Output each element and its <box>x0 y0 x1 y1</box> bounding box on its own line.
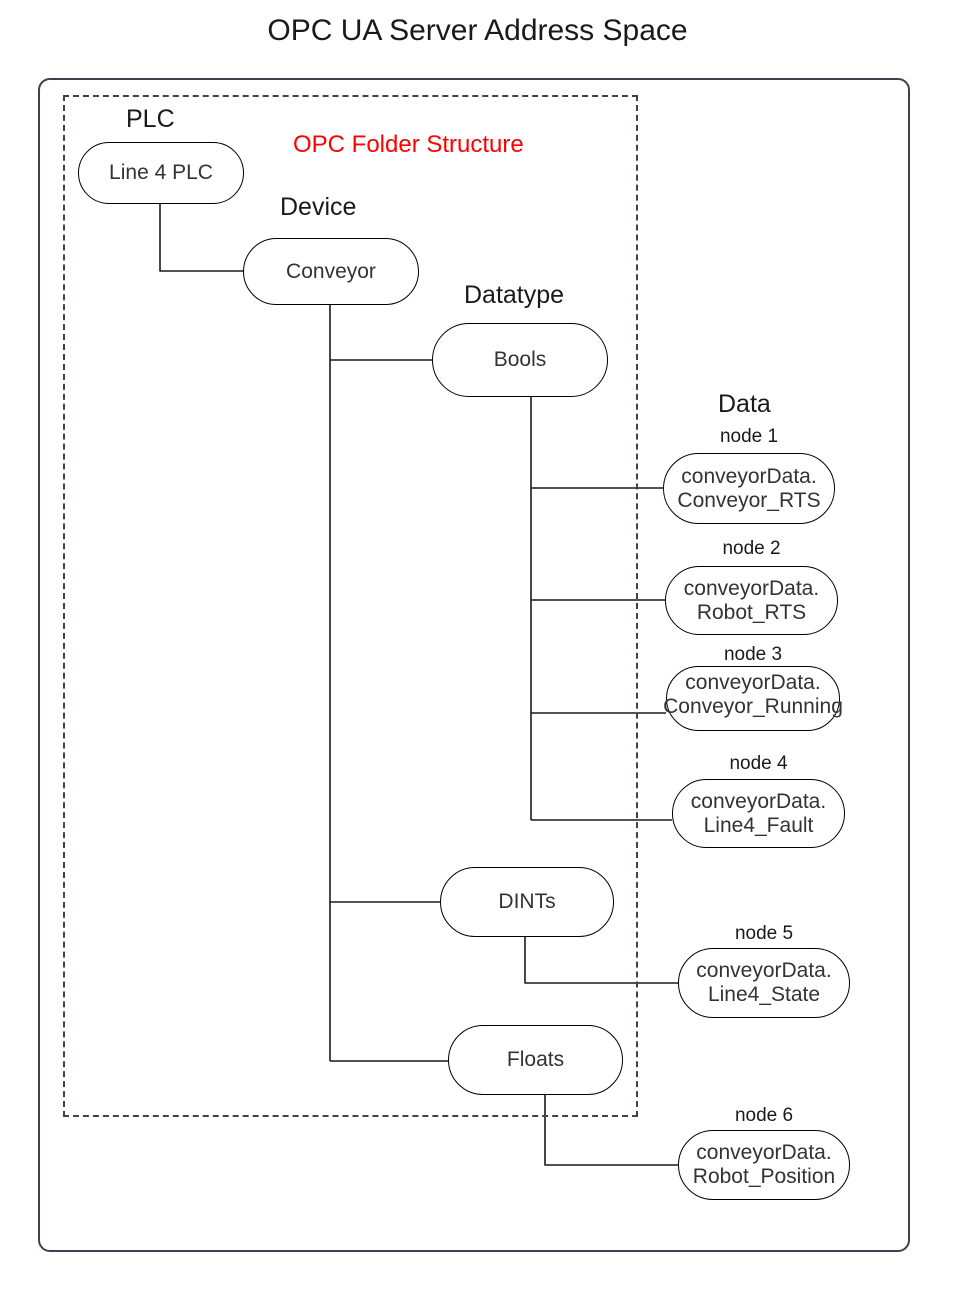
data-node-6-label: conveyorData. Robot_Position <box>692 1141 836 1188</box>
edge-dints-to-node5 <box>524 937 678 984</box>
folder-node-floats-label: Floats <box>506 1048 565 1072</box>
page-title: OPC UA Server Address Space <box>267 14 688 47</box>
folder-node-plc-label: Line 4 PLC <box>109 161 213 185</box>
data-node-4-label: conveyorData. Line4_Fault <box>690 789 827 837</box>
column-label-device: Device <box>280 193 357 221</box>
folder-node-device-label: Conveyor <box>286 259 376 283</box>
node-caption-1: node 1 <box>719 426 779 447</box>
node-caption-4: node 4 <box>729 753 788 774</box>
column-label-plc: PLC <box>126 105 175 133</box>
data-node-1-label: conveyorData. Conveyor_RTS <box>677 464 821 512</box>
data-node-1[interactable]: conveyorData. Conveyor_RTS <box>663 453 835 524</box>
data-node-2[interactable]: conveyorData. Robot_RTS <box>665 566 838 635</box>
edge-plc-to-conveyor <box>159 203 243 272</box>
node-caption-5: node 5 <box>734 923 794 944</box>
server-address-space-boundary <box>38 78 910 1252</box>
node-caption-2: node 2 <box>722 538 781 559</box>
folder-node-dints-label: DINTs <box>498 890 556 914</box>
node-caption-3: node 3 <box>723 644 783 665</box>
folder-node-bools[interactable]: Bools <box>432 323 608 397</box>
folder-node-plc[interactable]: Line 4 PLC <box>78 142 244 204</box>
opc-folder-structure-boundary <box>63 95 638 1117</box>
column-label-datatype: Datatype <box>464 281 565 309</box>
opc-folder-structure-label: OPC Folder Structure <box>293 131 524 158</box>
column-label-data: Data <box>718 390 771 418</box>
data-node-3-label: conveyorData. Conveyor_Running <box>663 671 843 718</box>
data-node-6[interactable]: conveyorData. Robot_Position <box>678 1130 850 1200</box>
folder-node-floats[interactable]: Floats <box>448 1025 623 1095</box>
data-node-3[interactable]: conveyorData. Conveyor_Running <box>663 666 843 731</box>
node-caption-6: node 6 <box>734 1105 794 1126</box>
data-node-5-label: conveyorData. Line4_State <box>696 959 832 1006</box>
folder-node-device[interactable]: Conveyor <box>243 238 419 305</box>
data-node-5[interactable]: conveyorData. Line4_State <box>678 948 850 1018</box>
folder-node-bools-label: Bools <box>493 348 547 372</box>
data-node-2-label: conveyorData. Robot_RTS <box>683 576 820 624</box>
edge-floats-to-node6 <box>544 1095 678 1166</box>
data-node-4[interactable]: conveyorData. Line4_Fault <box>672 779 845 848</box>
folder-node-dints[interactable]: DINTs <box>440 867 614 937</box>
